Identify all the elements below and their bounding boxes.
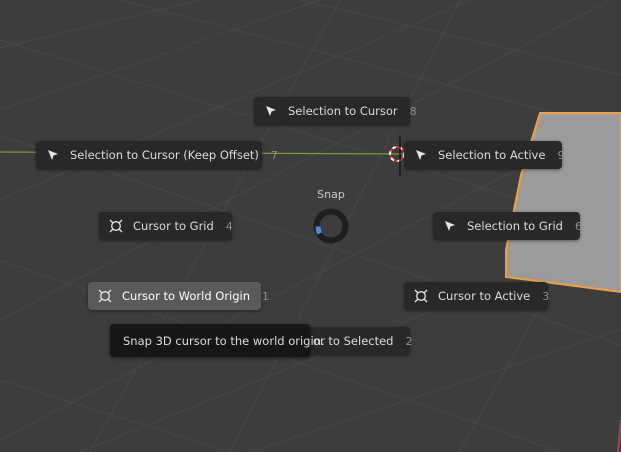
mesh-object (505, 112, 621, 294)
cursor-target-icon (109, 219, 123, 233)
pie-center-ring (313, 208, 349, 244)
pointer-arrow-icon (264, 104, 278, 118)
cursor-target-icon (414, 289, 428, 303)
pie-item-cursor-to-world-origin[interactable]: Cursor to World Origin 1 (88, 282, 269, 310)
pie-item-selection-to-cursor-keep-offset[interactable]: Selection to Cursor (Keep Offset) 7 (36, 141, 278, 169)
tooltip-text: Snap 3D cursor to the world origin. (123, 333, 325, 348)
pointer-arrow-icon (443, 219, 457, 233)
pie-menu-title: Snap (317, 188, 345, 201)
pie-item-selection-to-cursor[interactable]: Selection to Cursor 8 (254, 97, 417, 125)
pie-item-selection-to-grid[interactable]: Selection to Grid 6 (433, 212, 582, 240)
pointer-arrow-icon (414, 148, 428, 162)
pie-item-selection-to-active[interactable]: Selection to Active 9 (404, 141, 564, 169)
tooltip: Snap 3D cursor to the world origin. (110, 324, 325, 357)
pie-item-cursor-to-active[interactable]: Cursor to Active 3 (404, 282, 549, 310)
pie-item-cursor-to-grid[interactable]: Cursor to Grid 4 (99, 212, 233, 240)
pointer-arrow-icon (46, 148, 60, 162)
cursor-target-icon (98, 289, 112, 303)
